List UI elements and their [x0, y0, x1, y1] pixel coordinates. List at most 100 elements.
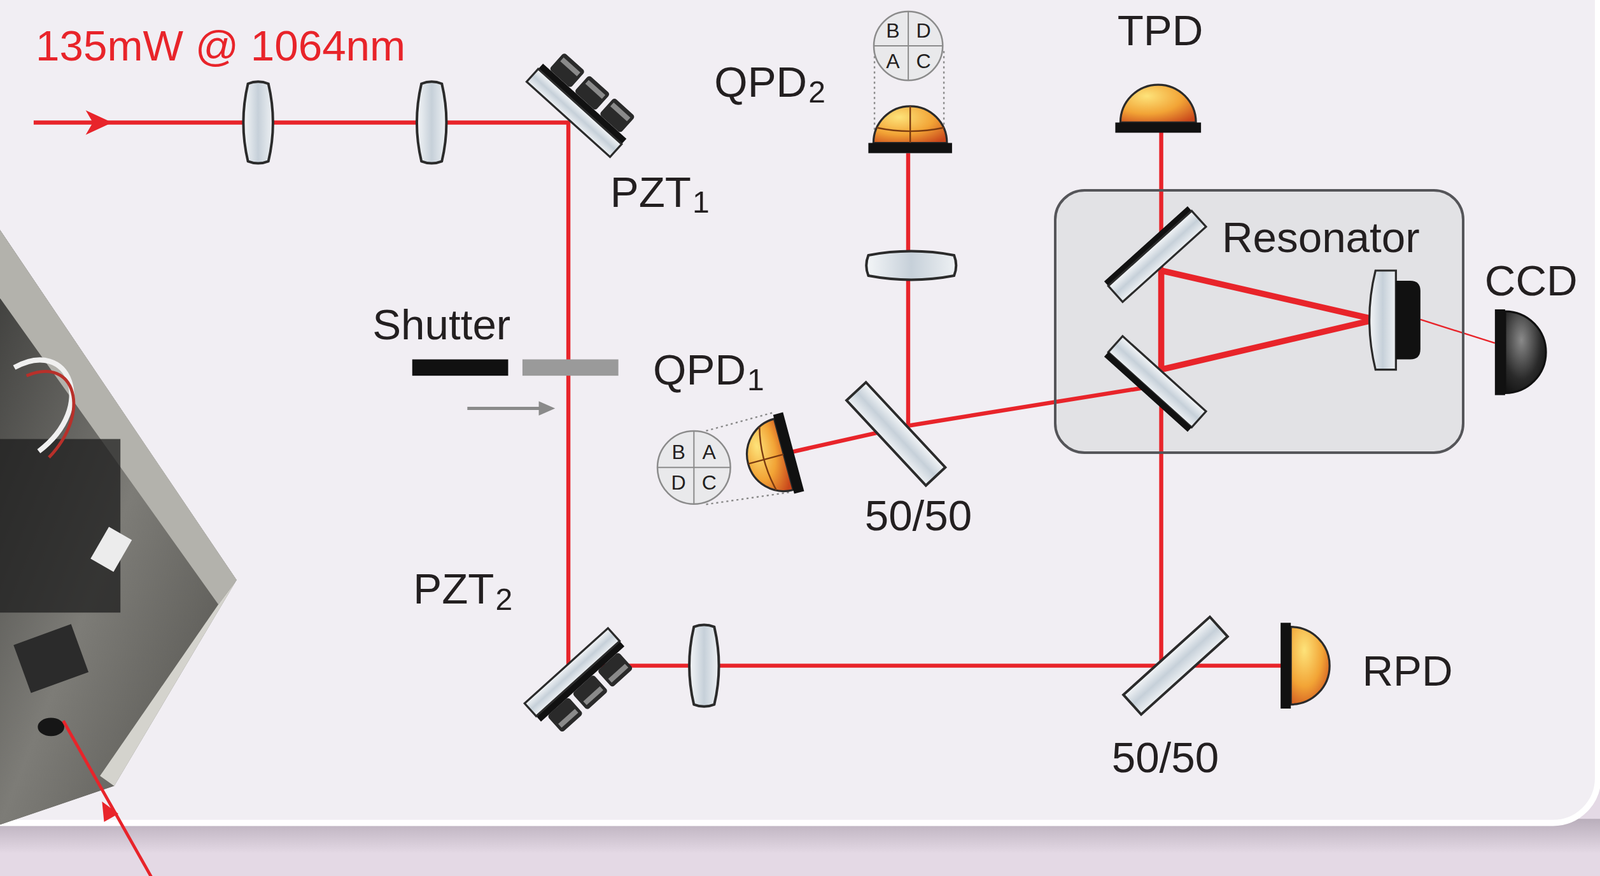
box-heading: Resonator — [1221, 215, 1420, 259]
quadrant-divider — [657, 466, 731, 468]
detector-base — [1280, 622, 1291, 709]
cavity-mirror — [1104, 206, 1207, 302]
detector-split — [748, 454, 785, 464]
piezo-shine — [560, 57, 581, 77]
beam-pointer — [63, 720, 153, 876]
detector-base — [1115, 122, 1201, 133]
lens — [689, 624, 719, 706]
quadrant-letter: B — [671, 441, 685, 463]
quadrant-letter: D — [671, 472, 687, 493]
detector-label: QPD — [652, 348, 746, 391]
detector-label: QPD — [714, 60, 808, 104]
quadrant-outline — [656, 429, 732, 506]
guide-line — [873, 50, 876, 141]
splitter-plate — [1123, 616, 1228, 715]
shutter-blade — [412, 359, 509, 377]
photo-part — [13, 623, 89, 693]
shutter-arrow-head — [539, 400, 556, 415]
splitter-label: 50/50 — [1111, 735, 1220, 779]
beam-label: 135mW @ 1064nm — [35, 24, 406, 67]
quadrant-letter: C — [701, 472, 717, 493]
photo-tag — [90, 526, 132, 572]
quadrant-letter: A — [702, 441, 716, 463]
cavity-mirror — [1104, 336, 1207, 432]
cavity-beam — [1161, 270, 1376, 370]
lens — [243, 81, 273, 163]
mirror-coating — [1104, 351, 1193, 432]
quadrant-circle — [873, 11, 943, 81]
mirror-plate — [1108, 336, 1207, 428]
piezo-shine — [610, 102, 631, 122]
actuator-label: PZT — [610, 170, 692, 214]
detector-label: TPD — [1117, 8, 1204, 52]
pzt-mirror — [524, 628, 639, 739]
detector-split — [755, 427, 777, 492]
detector-dome — [1120, 84, 1196, 123]
piezo-shine — [582, 686, 604, 706]
camera-base — [1494, 309, 1506, 396]
resonator-housing: Resonator — [1053, 189, 1465, 455]
detector-base — [773, 412, 805, 494]
quadrant-map: BADC — [656, 429, 732, 506]
shutter-label: Shutter — [372, 302, 511, 346]
mirror-plate — [524, 628, 620, 716]
detector-dome — [1290, 626, 1330, 705]
shutter-arrow — [467, 406, 543, 410]
splitter-plate — [846, 382, 946, 486]
laser-beam — [906, 153, 911, 426]
photo-hole — [37, 717, 65, 736]
quadrant-map: BDAC — [872, 10, 944, 82]
piezo-shine — [585, 80, 606, 100]
quadrant-letter: D — [915, 20, 931, 41]
photodetector — [1280, 622, 1330, 709]
subscript: 2 — [808, 76, 826, 107]
detector-base — [868, 143, 952, 154]
detector-label: RPD — [1361, 649, 1453, 692]
mirror-plate — [526, 68, 622, 157]
subscript: 1 — [747, 364, 765, 395]
subscript: 1 — [692, 186, 710, 218]
quadrant-outline — [872, 10, 944, 82]
quadrant-letter: A — [885, 50, 900, 72]
piezo-shine — [608, 663, 629, 683]
camera-label: CCD — [1484, 259, 1578, 302]
lens — [866, 251, 956, 281]
pzt-mirror — [526, 47, 641, 158]
quadrant-detector — [868, 106, 952, 154]
detector-split — [876, 127, 944, 132]
curved-mirror — [1369, 270, 1397, 370]
ccd-camera — [1494, 309, 1546, 396]
splitter-label: 50/50 — [864, 493, 973, 537]
beam-splitter — [846, 382, 946, 486]
apparatus-photo — [0, 229, 237, 825]
laser-beam — [908, 385, 1156, 426]
quadrant-divider — [873, 45, 943, 47]
laser-beams — [33, 122, 1495, 666]
photo-cable — [26, 371, 74, 457]
beam-splitter — [1123, 616, 1228, 715]
quadrant-letter: C — [915, 50, 931, 72]
shutter-blade — [522, 359, 619, 377]
lens — [416, 81, 447, 163]
quadrant-circle — [657, 430, 731, 505]
camera-dome — [1505, 311, 1546, 393]
detector-split — [909, 106, 911, 144]
detector-dome — [873, 106, 947, 144]
panel — [0, 0, 1599, 823]
photo-shade — [0, 439, 121, 613]
piezo-shine — [558, 708, 579, 728]
photo-box — [0, 229, 237, 825]
beam-pointer-head — [101, 801, 119, 822]
mirror-mount — [1395, 280, 1420, 359]
lenses — [243, 81, 956, 706]
mirror-plate — [1108, 210, 1207, 302]
laser-beam — [1420, 319, 1495, 344]
beam-arrow-head — [85, 110, 113, 135]
photo-face — [99, 579, 237, 786]
laser-beam — [33, 122, 1284, 666]
photodetector — [1115, 84, 1201, 133]
actuator-label: PZT — [413, 567, 494, 610]
